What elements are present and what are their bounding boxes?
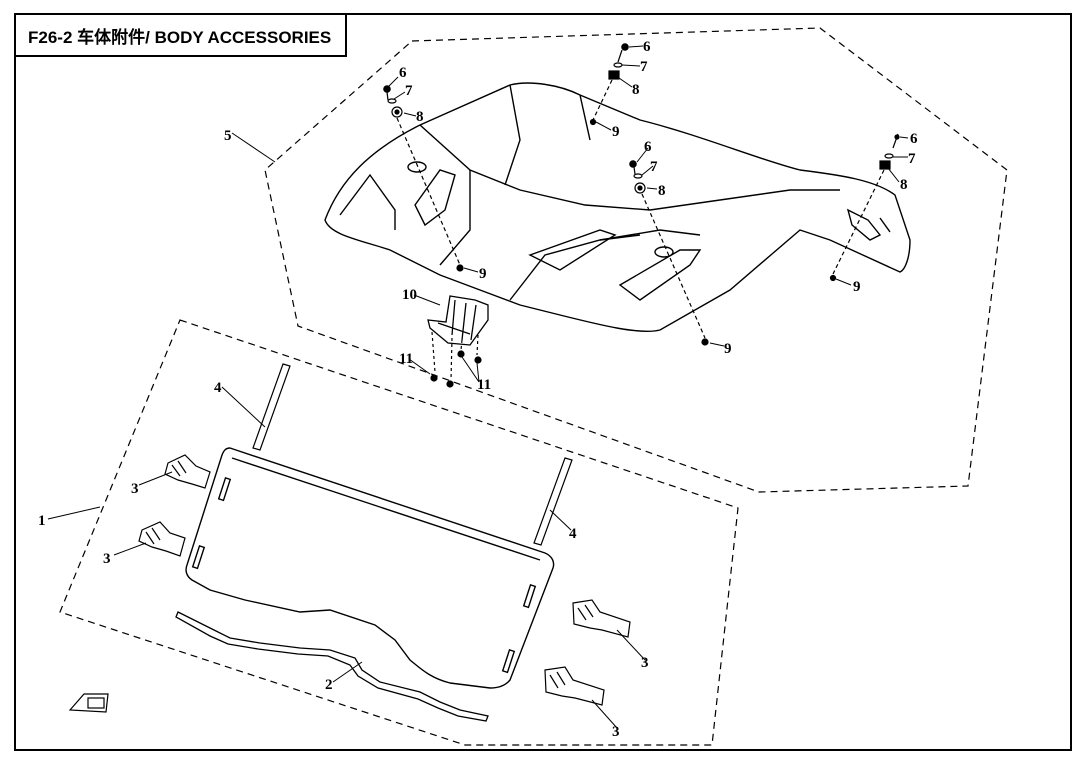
callout-10: 10 (402, 287, 417, 303)
callout-9: 9 (612, 124, 620, 140)
callout-8: 8 (900, 177, 908, 193)
callout-8: 8 (632, 82, 640, 98)
clip-lower-right (544, 666, 605, 706)
callout-6: 6 (910, 131, 918, 147)
bracket-part (427, 295, 489, 346)
callout-9: 9 (853, 279, 861, 295)
callout-8: 8 (416, 109, 424, 125)
callout-11: 11 (477, 377, 491, 393)
callout-7: 7 (908, 151, 916, 167)
group-outline-windshield (59, 319, 739, 746)
callout-9: 9 (479, 266, 487, 282)
clip-lower-left (138, 521, 186, 557)
leader-lines (47, 45, 909, 729)
callout-6: 6 (643, 39, 651, 55)
page-title: F26-2 车体附件/ BODY ACCESSORIES (14, 13, 348, 57)
edge-strip-right (533, 457, 573, 546)
callout-3: 3 (612, 724, 620, 740)
callout-6: 6 (644, 139, 652, 155)
callout-7: 7 (650, 159, 658, 175)
callout-8: 8 (658, 183, 666, 199)
callout-7: 7 (640, 59, 648, 75)
callout-1: 1 (38, 513, 46, 529)
callout-6: 6 (399, 65, 407, 81)
callout-3: 3 (103, 551, 111, 567)
callout-3: 3 (131, 481, 139, 497)
callout-9: 9 (724, 341, 732, 357)
clip-upper-left (164, 454, 211, 489)
body-cover-part (324, 82, 911, 333)
fastener-set-middle (629, 160, 709, 346)
lower-seal-trim (175, 611, 489, 722)
windshield-panel (185, 447, 555, 689)
callout-labels: 1 2 3 3 3 3 4 4 5 6 7 8 6 7 8 6 7 8 6 7 … (38, 39, 918, 740)
group-outline-rear-cover (264, 27, 1008, 493)
callout-7: 7 (405, 83, 413, 99)
callout-5: 5 (224, 128, 232, 144)
fastener-set-top (589, 43, 629, 126)
clip-upper-right (572, 599, 631, 638)
fastener-set-left (383, 85, 464, 272)
callout-4: 4 (569, 526, 577, 542)
callout-2: 2 (325, 677, 333, 693)
fwd-arrow-icon (68, 693, 109, 713)
callout-4: 4 (214, 380, 222, 396)
callout-3: 3 (641, 655, 649, 671)
bracket-fasteners (430, 331, 482, 388)
fastener-set-right (829, 133, 900, 282)
drawing-frame (14, 13, 1072, 751)
edge-strip-left (252, 363, 291, 451)
callout-11: 11 (399, 351, 413, 367)
